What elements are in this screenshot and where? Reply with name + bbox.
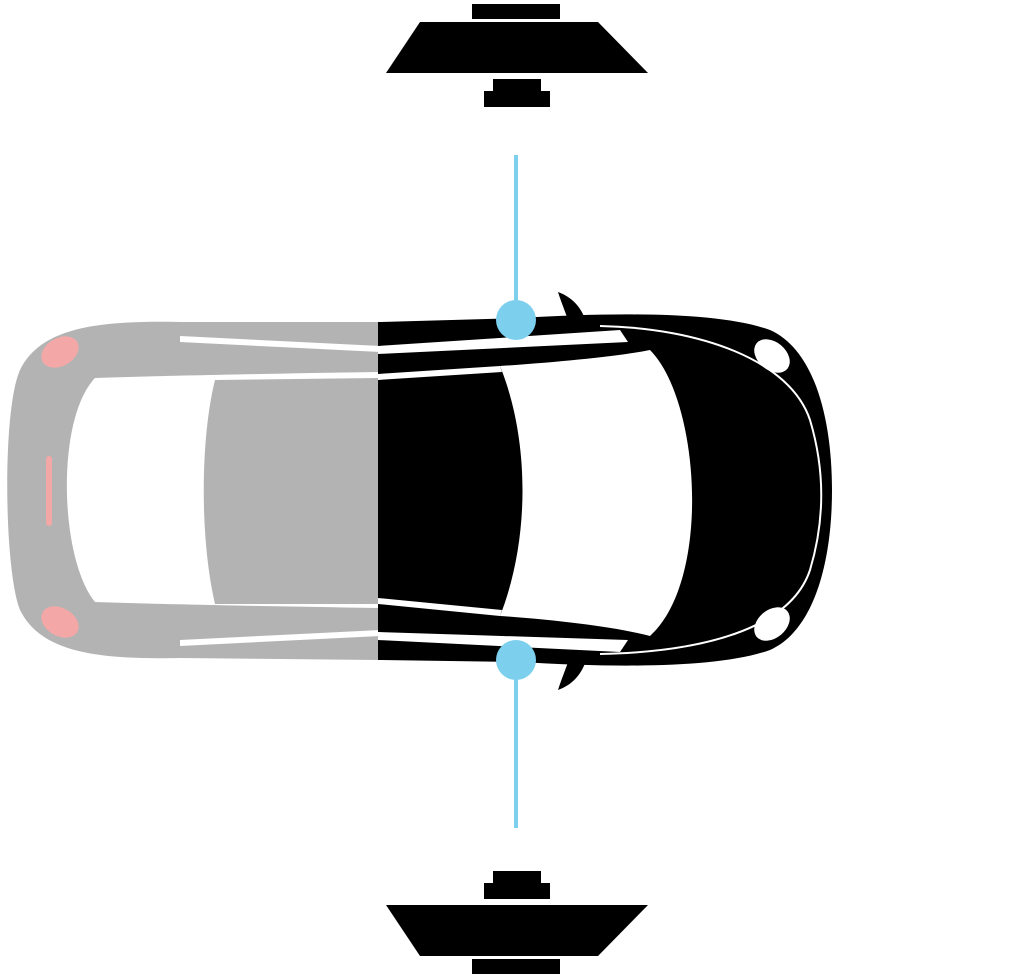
- rear-brake-light-icon: [46, 456, 52, 526]
- windshield: [500, 350, 693, 636]
- right-sensor-dot-icon: [496, 640, 536, 680]
- bottom-sensor-device-icon: [386, 871, 648, 974]
- right-tail-light-icon: [41, 606, 79, 638]
- left-headlight-icon: [754, 339, 790, 373]
- car-rear-half: [7, 314, 378, 666]
- left-tail-light-icon: [41, 336, 79, 368]
- car-front-half: [378, 314, 832, 666]
- left-sensor-dot-icon: [496, 300, 536, 340]
- right-headlight-icon: [754, 607, 790, 641]
- top-sensor-device-icon: [386, 4, 648, 107]
